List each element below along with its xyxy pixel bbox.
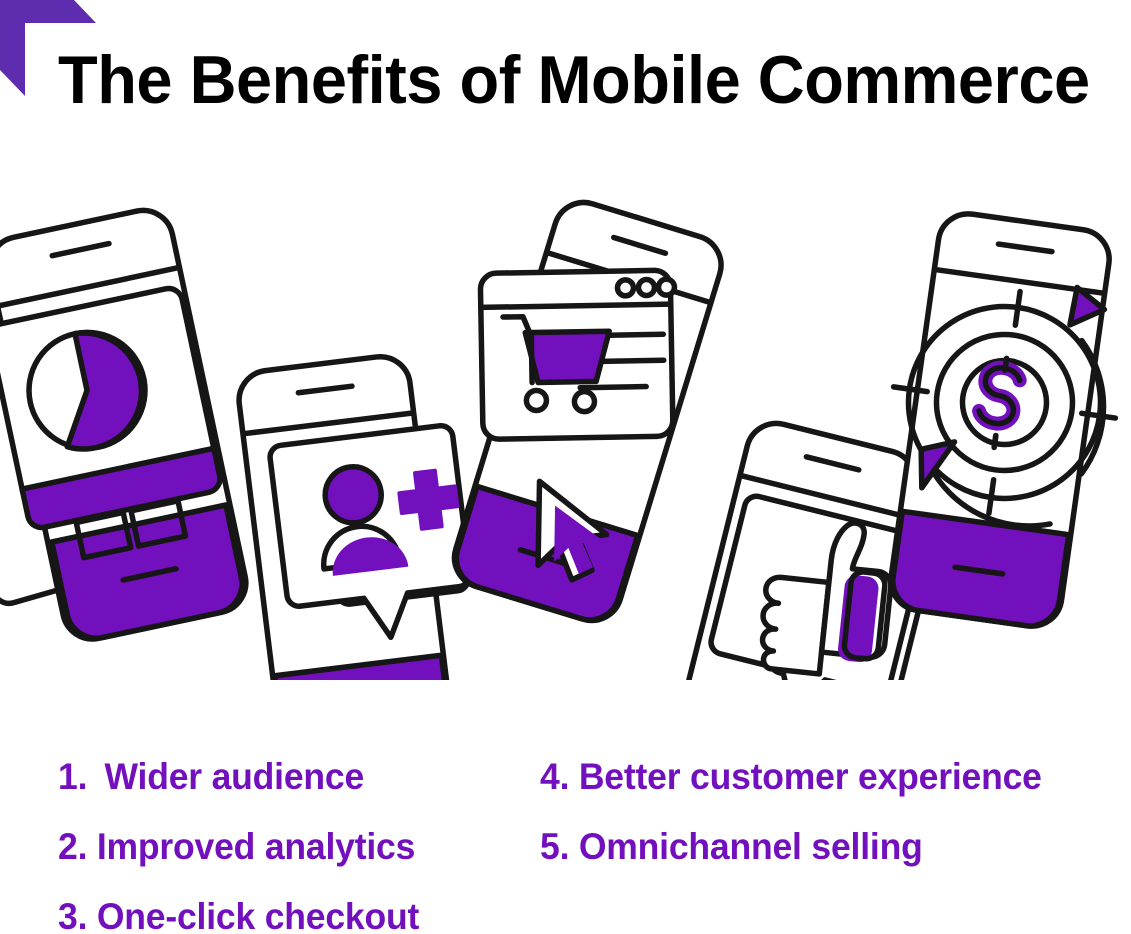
benefit-item-4: 4. Better customer experience [540,742,1107,812]
mobile-commerce-illustration [0,199,1119,680]
benefits-list: 1. Wider audience 2. Improved analytics … [0,742,1131,934]
phone-omnichannel [888,211,1119,629]
benefit-label-1: Wider audience [104,756,365,797]
benefit-number-2: 2. [58,826,88,867]
benefit-label-2: Improved analytics [96,826,416,867]
benefit-item-3: 3. One-click checkout [58,882,509,934]
benefit-label-5: Omnichannel selling [578,826,923,867]
benefit-item-1: 1. Wider audience [58,742,509,812]
benefit-item-2: 2. Improved analytics [58,812,509,882]
purple-corner-bracket-icon [0,0,96,96]
benefit-number-1: 1. [58,756,88,797]
page-title: The Benefits of Mobile Commerce [58,42,1090,118]
benefit-number-3: 3. [58,896,88,934]
benefit-label-3: One-click checkout [96,896,420,934]
benefit-number-5: 5. [540,826,570,867]
phone-analytics [0,207,249,642]
benefit-item-5: 5. Omnichannel selling [540,812,1107,882]
phone-audience [236,353,473,680]
benefit-label-4: Better customer experience [578,756,1042,797]
phone-checkout [451,199,724,624]
phone-experience [661,420,936,680]
benefits-column-right: 4. Better customer experience 5. Omnicha… [540,742,1131,882]
benefits-column-left: 1. Wider audience 2. Improved analytics … [58,742,528,934]
benefit-number-4: 4. [540,756,570,797]
